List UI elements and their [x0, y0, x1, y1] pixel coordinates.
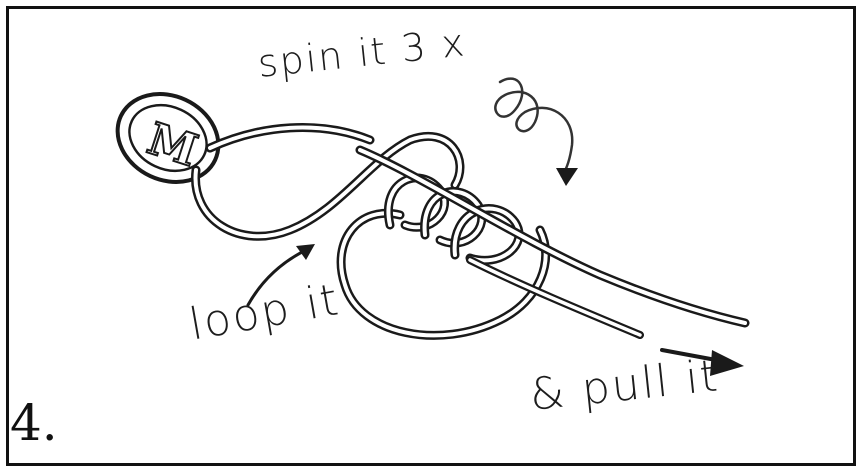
step-number: 4. — [10, 394, 58, 452]
logo-tag: M — [115, 92, 221, 184]
illustration-frame — [6, 6, 856, 466]
straight-arrow-icon — [660, 348, 744, 376]
line-main-loop — [191, 131, 465, 241]
curved-arrow-icon — [246, 244, 315, 307]
spiral-arrow-icon — [494, 77, 578, 186]
